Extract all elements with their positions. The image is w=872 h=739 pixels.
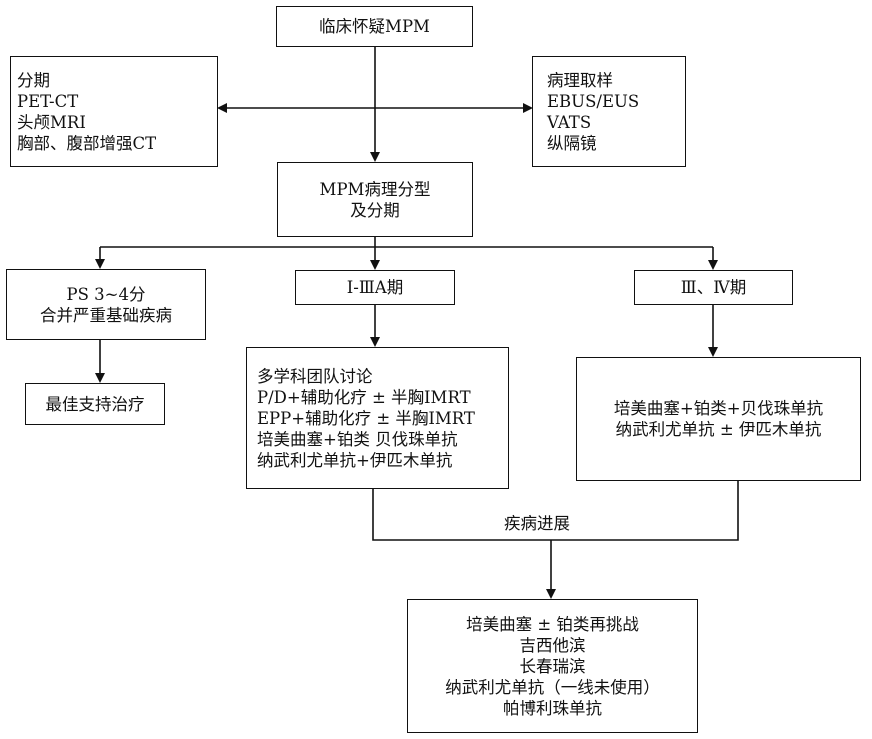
node-ps-poor: PS 3~4分合并严重基础疾病 (6, 269, 206, 340)
node-text-line: 临床怀疑MPM (319, 17, 430, 36)
node-suspect-mpm: 临床怀疑MPM (276, 6, 473, 47)
node-text-line: 胸部、腹部增强CT (17, 133, 157, 153)
node-text-line: 吉西他滨 (519, 635, 586, 655)
node-text-line: 纳武利尤单抗+伊匹木单抗 (257, 450, 453, 470)
node-text-line: 病理取样 (547, 70, 613, 90)
node-second-line: 培美曲塞 ± 铂类再挑战吉西他滨长春瑞滨纳武利尤单抗（一线未使用）帕博利珠单抗 (407, 599, 698, 733)
node-text-line: P/D+辅助化疗 ± 半胸IMRT (257, 387, 471, 407)
node-text-line: VATS (547, 112, 592, 132)
node-text-line: 头颅MRI (17, 112, 86, 132)
node-text-line: 纳武利尤单抗（一线未使用） (445, 677, 660, 697)
node-text-line: EPP+辅助化疗 ± 半胸IMRT (257, 408, 475, 428)
node-text-line: Ⅰ-ⅢA期 (346, 278, 404, 297)
node-text-line: Ⅲ、Ⅳ期 (680, 278, 747, 297)
node-text-line: 多学科团队讨论 (257, 366, 373, 386)
node-stage-1-3a: Ⅰ-ⅢA期 (295, 270, 455, 305)
node-text-line: PET-CT (17, 91, 79, 111)
node-text-line: 最佳支持治疗 (45, 394, 145, 414)
node-text-line: 纵隔镜 (547, 133, 597, 153)
node-text-line: MPM病理分型 (319, 179, 431, 199)
node-text-line: 长春瑞滨 (519, 656, 586, 676)
node-text-line: PS 3~4分 (66, 284, 146, 304)
progression-merge (372, 481, 739, 541)
node-text-line: 纳武利尤单抗 ± 伊匹木单抗 (615, 420, 822, 439)
node-text-line: EBUS/EUS (547, 91, 640, 111)
node-pathology-staging: MPM病理分型及分期 (277, 162, 473, 237)
node-text-line: 分期 (17, 70, 50, 90)
node-text-line: 合并严重基础疾病 (40, 305, 172, 325)
node-best-support: 最佳支持治疗 (25, 383, 165, 425)
node-text-line: 培美曲塞+铂类 贝伐珠单抗 (257, 429, 458, 449)
node-text-line: 培美曲塞+铂类+贝伐珠单抗 (613, 399, 824, 418)
node-text-line: 及分期 (350, 200, 400, 220)
node-stage-3-4: Ⅲ、Ⅳ期 (634, 270, 793, 305)
label-progression: 疾病进展 (500, 510, 574, 534)
node-text-line: 帕博利珠单抗 (503, 698, 602, 718)
node-text-line: 培美曲塞 ± 铂类再挑战 (466, 614, 639, 634)
node-advanced-treatment: 培美曲塞+铂类+贝伐珠单抗纳武利尤单抗 ± 伊匹木单抗 (576, 357, 861, 481)
